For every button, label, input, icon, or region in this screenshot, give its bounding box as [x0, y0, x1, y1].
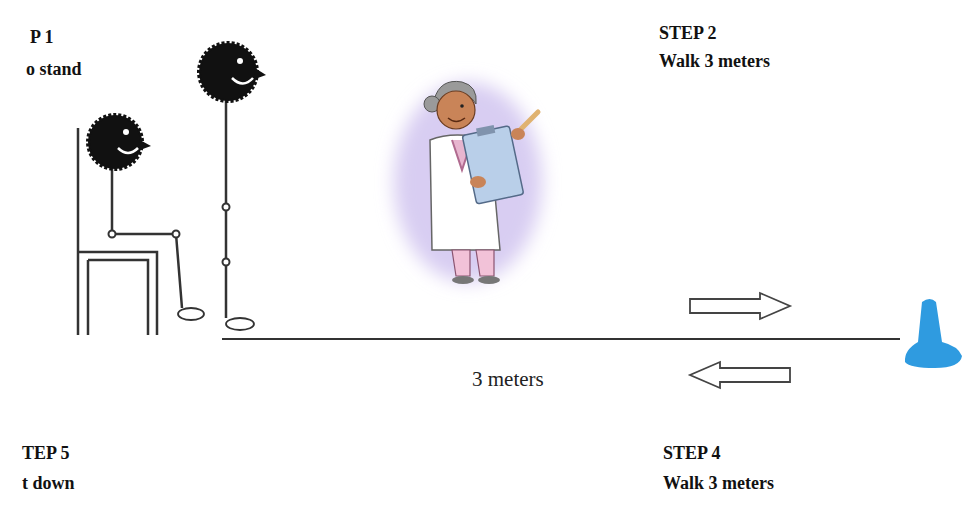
step-number: STEP 2	[659, 24, 717, 44]
step-instruction: Walk 3 meters	[663, 474, 774, 494]
step-number: P 1	[30, 28, 54, 48]
step-instruction: t down	[22, 474, 75, 494]
doctor-figure	[394, 81, 542, 284]
walkway-line	[222, 338, 900, 340]
standing-figure	[199, 43, 266, 330]
arrow-left	[690, 362, 790, 388]
arrow-right	[690, 293, 790, 319]
step-instruction: o stand	[26, 60, 82, 80]
distance-label: 3 meters	[472, 368, 544, 391]
step-number: STEP 4	[663, 444, 721, 464]
step-number: TEP 5	[22, 444, 70, 464]
seated-figure	[88, 115, 204, 320]
cone	[905, 299, 962, 368]
step-instruction: Walk 3 meters	[659, 52, 770, 72]
